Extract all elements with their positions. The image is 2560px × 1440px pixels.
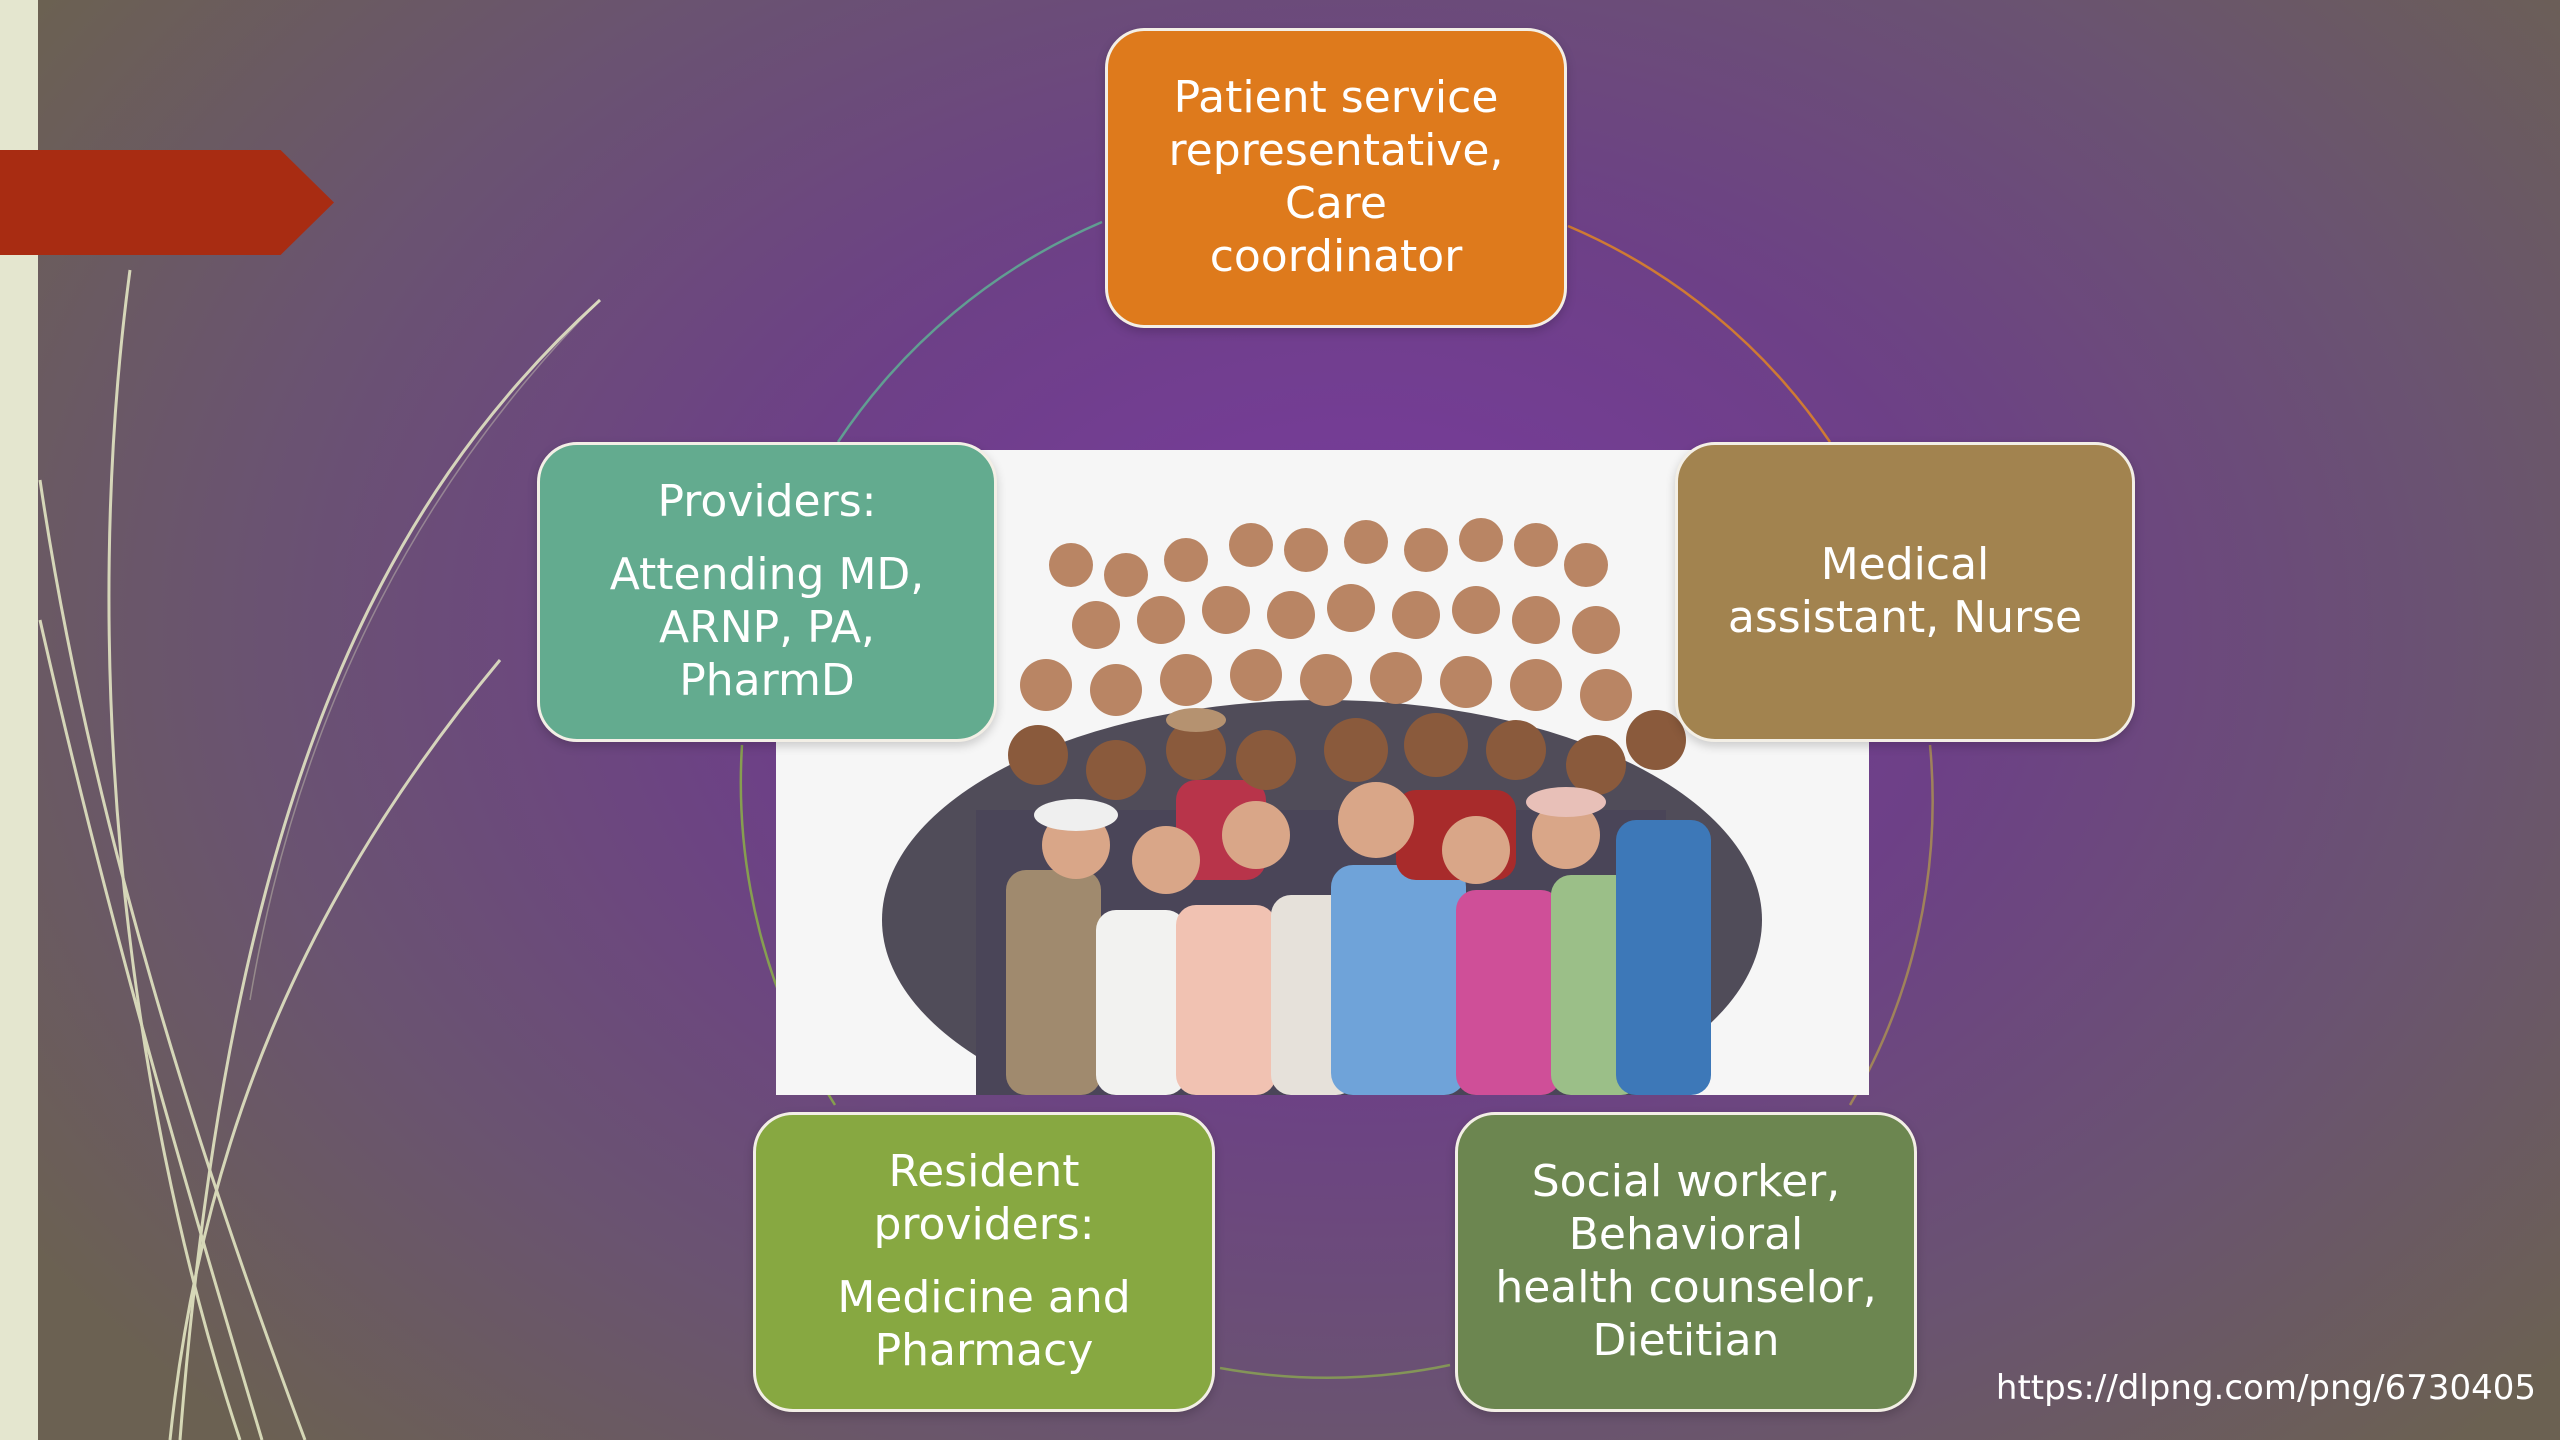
node-text-line: Dietitian [1592, 1314, 1780, 1366]
node-text-line: Behavioral [1568, 1209, 1804, 1261]
node-text-line: PharmD [679, 654, 855, 706]
group-photo [776, 450, 1869, 1095]
node-patient-service-representative: Patient service representative, Care coo… [1105, 28, 1567, 328]
red-arrow-tab [0, 150, 334, 255]
node-text-line: Medicine and [837, 1272, 1131, 1323]
node-text-line: coordinator [1209, 230, 1463, 282]
node-heading: Resident [888, 1146, 1080, 1198]
node-text-line: ARNP, PA, [659, 602, 875, 653]
node-text-line: assistant, Nurse [1727, 592, 2083, 643]
node-text-line: health counselor, [1495, 1262, 1877, 1313]
node-heading: Providers: [657, 476, 877, 528]
node-providers: Providers: Attending MD, ARNP, PA, Pharm… [537, 442, 997, 742]
node-heading: providers: [873, 1199, 1095, 1251]
node-text-line: Pharmacy [874, 1324, 1094, 1376]
node-text-line: Attending MD, [609, 549, 925, 601]
node-text-line: Care [1285, 178, 1387, 229]
node-medical-assistant-nurse: Medical assistant, Nurse [1675, 442, 2135, 742]
group-photo-illustration [882, 518, 1762, 1095]
node-text-line: representative, [1168, 125, 1504, 177]
node-text-line: Patient service [1173, 72, 1499, 124]
image-credit-url: https://dlpng.com/png/6730405 [1995, 1368, 2536, 1408]
node-resident-providers: Resident providers: Medicine and Pharmac… [753, 1112, 1215, 1412]
node-social-worker: Social worker, Behavioral health counsel… [1455, 1112, 1917, 1412]
node-text-line: Medical [1820, 539, 1990, 591]
node-text-line: Social worker, [1531, 1156, 1841, 1208]
